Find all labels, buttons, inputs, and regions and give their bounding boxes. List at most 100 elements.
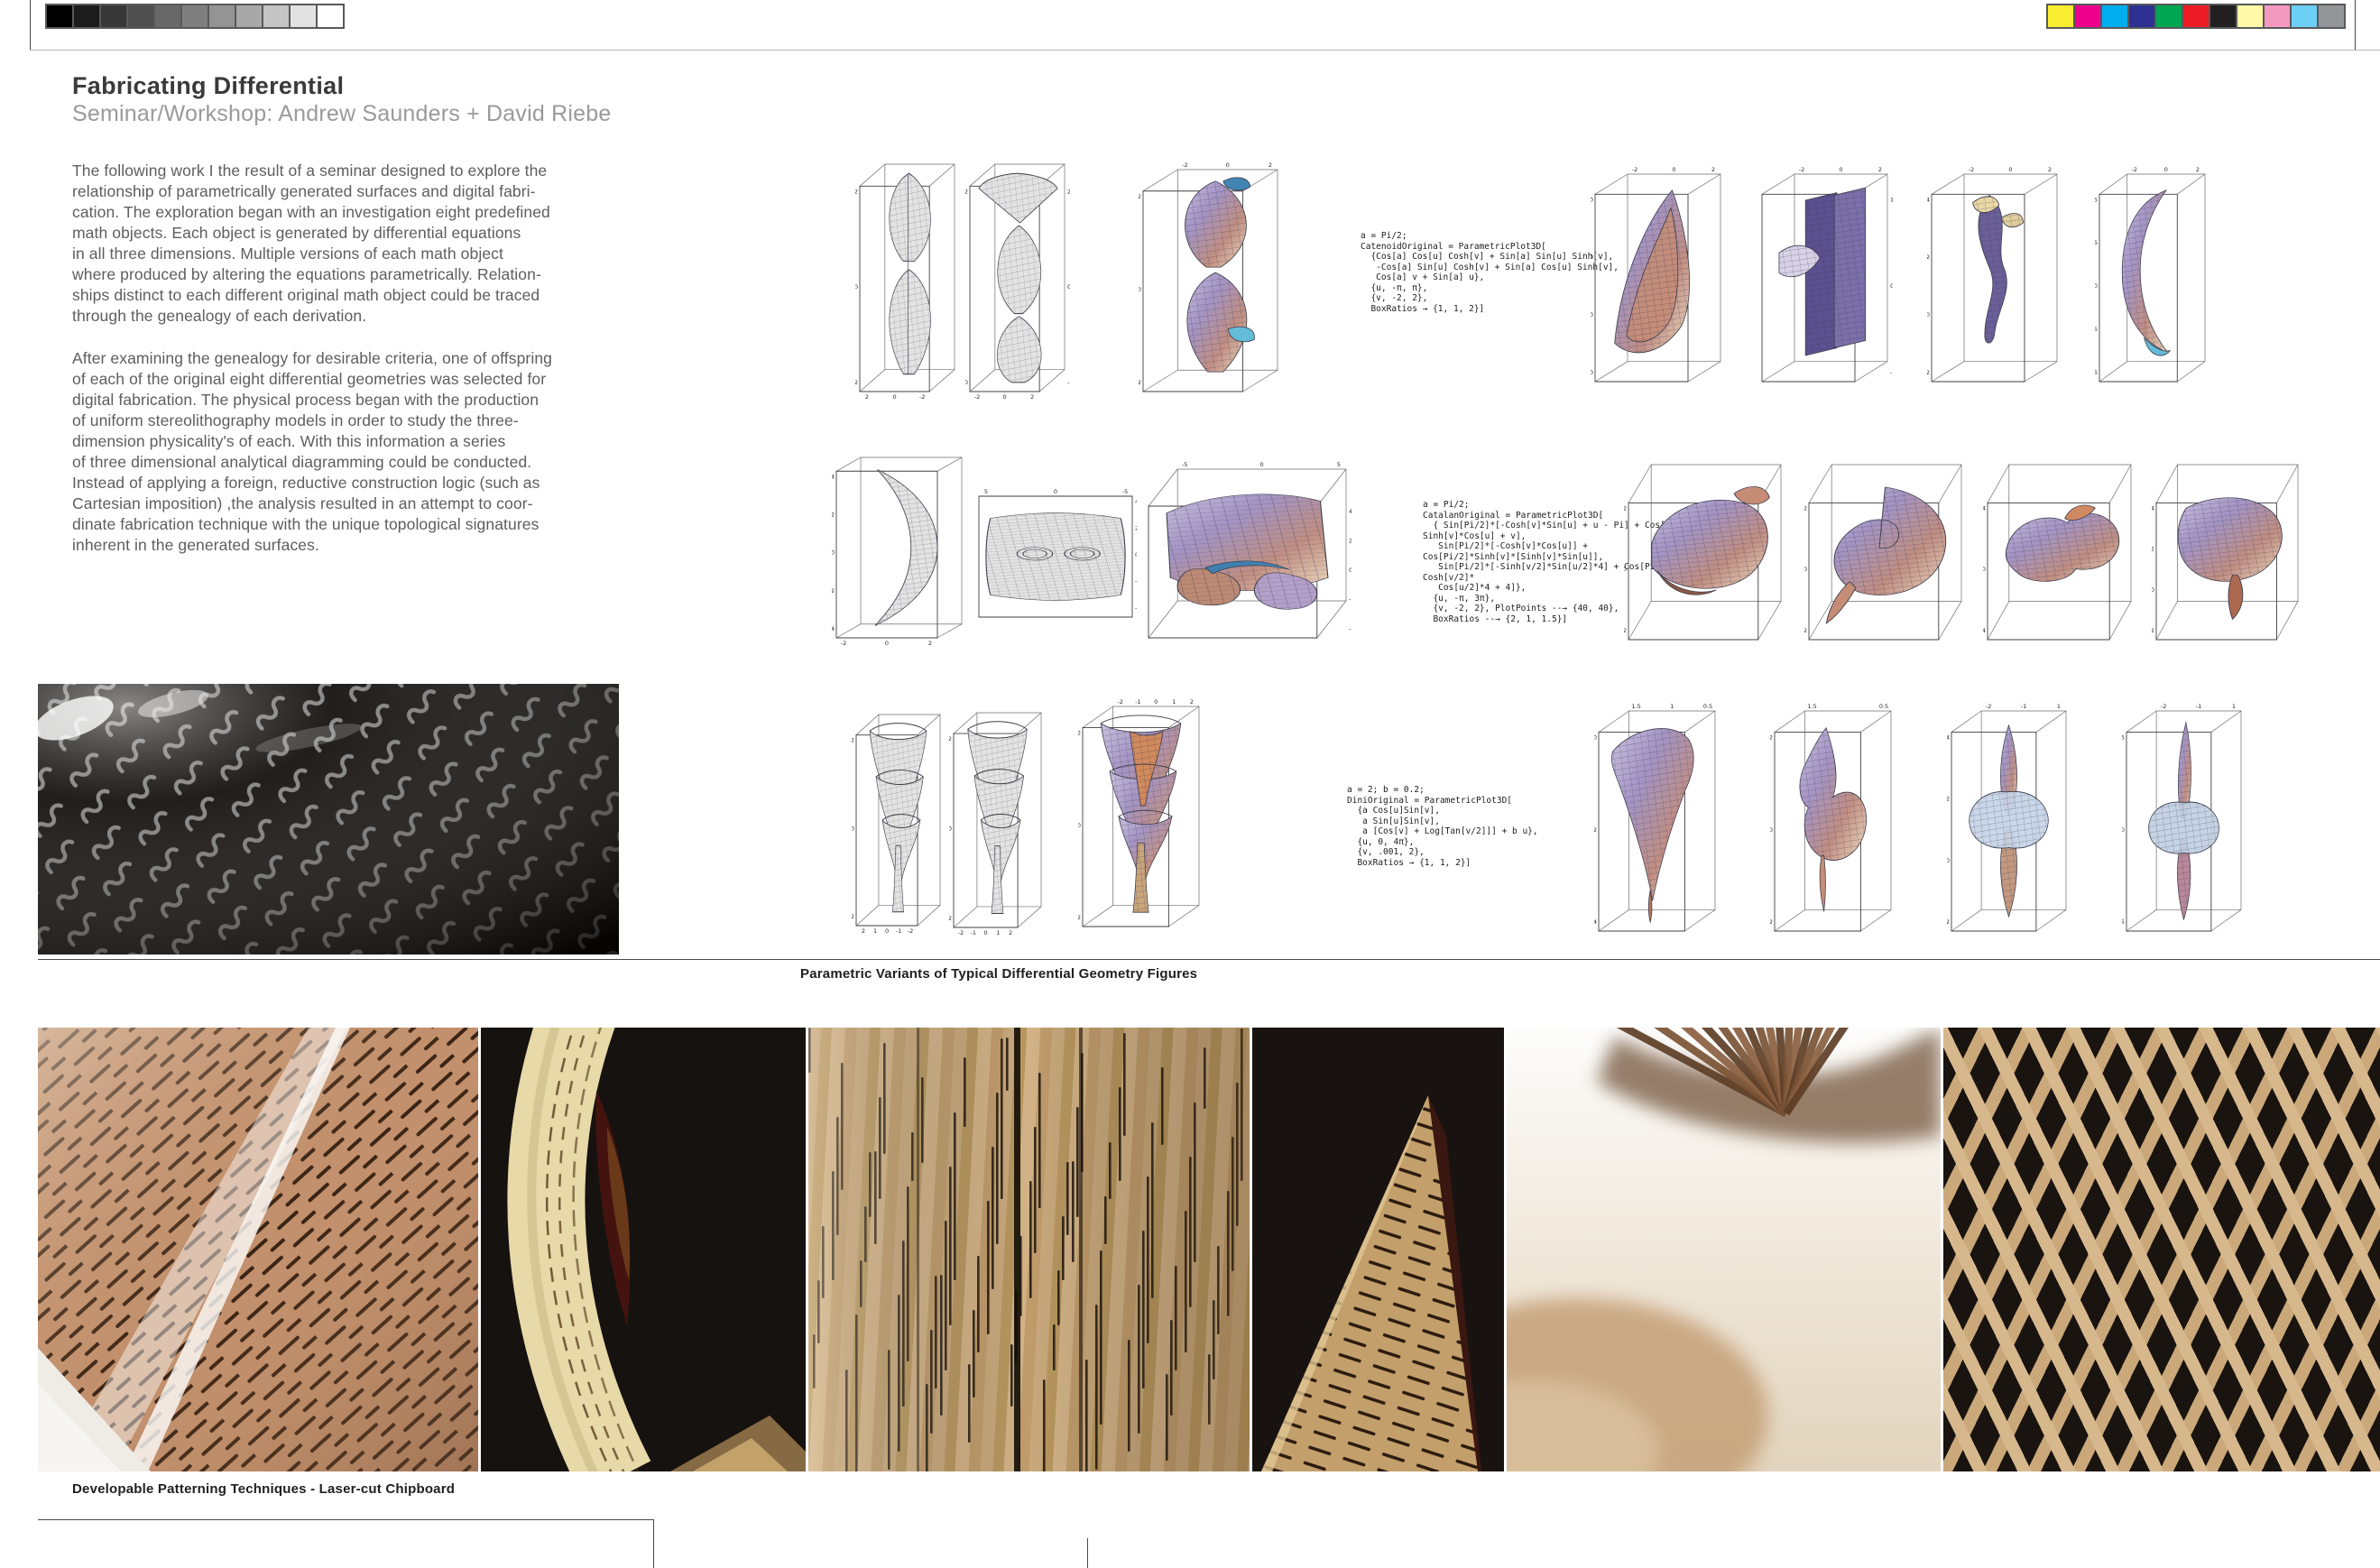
svg-text:2: 2 (1139, 193, 1141, 200)
svg-text:-2: -2 (1182, 161, 1187, 169)
svg-text:1: 1 (2057, 703, 2061, 710)
calibration-swatch (45, 4, 74, 29)
plot-dini-variant-1: 0-2-41.510.5 (1594, 702, 1720, 938)
plot-catalan-variant-4: 420-2 (2152, 456, 2303, 647)
mathematica-catenoid-code: a = Pi/2; CatenoidOriginal = ParametricP… (1361, 231, 1619, 314)
svg-text:-2: -2 (855, 379, 858, 386)
svg-text:10: 10 (1890, 196, 1893, 203)
svg-text:0: 0 (949, 826, 952, 833)
svg-text:-2: -2 (2131, 166, 2136, 173)
svg-text:0: 0 (983, 929, 987, 935)
svg-text:-2: -2 (1067, 379, 1070, 386)
svg-text:-5: -5 (2122, 918, 2125, 926)
calibration-swatch (2209, 4, 2237, 29)
svg-text:2: 2 (1770, 734, 1773, 742)
calibration-swatch (235, 4, 263, 29)
svg-text:-2: -2 (908, 927, 913, 933)
header-rule (30, 50, 2380, 51)
svg-text:0.5: 0.5 (1879, 703, 1888, 710)
svg-text:20: 20 (1591, 254, 1593, 261)
svg-text:4: 4 (1947, 734, 1950, 742)
panel-rule (38, 959, 2380, 960)
svg-text:0: 0 (2008, 166, 2012, 173)
svg-text:-2: -2 (1986, 703, 1991, 710)
svg-text:-2: -2 (1770, 918, 1773, 926)
svg-text:-2: -2 (1594, 826, 1597, 834)
calibration-swatch (2182, 4, 2210, 29)
svg-text:-2: -2 (1078, 914, 1081, 921)
svg-text:1: 1 (1670, 703, 1674, 710)
svg-text:1: 1 (2232, 703, 2236, 710)
svg-text:-2: -2 (852, 913, 854, 920)
plot-dini-variant-3: 420-2-2-11 (1947, 702, 2071, 938)
svg-text:0: 0 (1770, 826, 1773, 834)
plot-catalan-variant-2: 20-2 (1804, 456, 1967, 647)
plot-catalan-variant-1: 20-2 (1624, 456, 1786, 647)
calibration-swatch (153, 4, 182, 29)
svg-text:5: 5 (984, 488, 988, 495)
svg-text:4: 4 (1983, 504, 1986, 512)
svg-text:-2: -2 (1135, 578, 1137, 586)
svg-text:2: 2 (852, 737, 854, 744)
svg-text:0: 0 (1890, 282, 1893, 290)
svg-text:4: 4 (1349, 508, 1351, 515)
svg-text:5: 5 (2095, 196, 2098, 203)
svg-text:0: 0 (1624, 566, 1627, 573)
svg-text:0: 0 (1804, 566, 1807, 573)
svg-text:2: 2 (855, 188, 858, 195)
svg-text:2: 2 (965, 188, 968, 195)
svg-text:2: 2 (1009, 929, 1012, 935)
svg-text:4: 4 (832, 473, 835, 480)
svg-text:2: 2 (1190, 698, 1194, 706)
svg-text:-1: -1 (896, 927, 901, 933)
photo-splayed-strips-arch (1507, 1028, 1941, 1471)
svg-text:2: 2 (949, 735, 952, 742)
svg-text:0.5: 0.5 (1703, 703, 1712, 710)
plot-dini-variant-4: 50-5-2-11 (2122, 702, 2246, 938)
svg-text:-1: -1 (1135, 698, 1140, 706)
calibration-swatch (2263, 4, 2292, 29)
svg-text:0: 0 (1591, 369, 1593, 376)
svg-text:2: 2 (1268, 161, 1272, 169)
svg-text:-2: -2 (2152, 627, 2154, 634)
calibration-swatch (2290, 4, 2319, 29)
calibration-swatch (2154, 4, 2183, 29)
grayscale-calibration-bar (45, 4, 345, 29)
svg-text:2: 2 (1947, 796, 1950, 803)
svg-text:-2: -2 (1927, 369, 1930, 376)
svg-text:2: 2 (1878, 166, 1882, 173)
svg-text:0: 0 (885, 640, 889, 645)
page-title: Fabricating Differential (72, 72, 345, 99)
mathematica-dini-code: a = 2; b = 0.2; DiniOriginal = Parametri… (1347, 785, 1538, 868)
svg-text:2: 2 (1711, 166, 1715, 173)
svg-text:2: 2 (1078, 730, 1081, 737)
plot-catenoid-variant-2: 100-10-202 (1757, 165, 1893, 389)
crop-mark-bottom-h (38, 1519, 654, 1520)
calibration-swatch (208, 4, 236, 29)
svg-text:-2: -2 (832, 587, 835, 595)
calibration-swatch (99, 4, 128, 29)
plot-catenoid-variant-1: 3020100-202 (1591, 165, 1726, 389)
svg-text:2: 2 (865, 393, 869, 399)
crop-mark-bottom-v1 (653, 1519, 654, 1568)
svg-text:-4: -4 (1349, 625, 1351, 632)
plot-catenoid-color: 20-2-202 (1139, 161, 1283, 399)
svg-text:2: 2 (2152, 546, 2154, 553)
svg-text:0: 0 (1003, 393, 1007, 399)
svg-text:0: 0 (1078, 822, 1081, 829)
calibration-swatch (289, 4, 318, 29)
plot-catenoid-wireframe-1: 20-220-2 (855, 155, 960, 399)
svg-text:-4: -4 (1983, 627, 1986, 634)
svg-text:2: 2 (1135, 525, 1137, 532)
svg-text:2.5: 2.5 (2095, 239, 2098, 246)
svg-text:2: 2 (832, 511, 835, 518)
svg-text:-2: -2 (1969, 166, 1974, 173)
svg-text:1.5: 1.5 (1631, 703, 1640, 710)
color-calibration-bar (2046, 4, 2346, 29)
svg-text:1: 1 (996, 929, 1000, 935)
svg-text:-5: -5 (1122, 488, 1128, 495)
